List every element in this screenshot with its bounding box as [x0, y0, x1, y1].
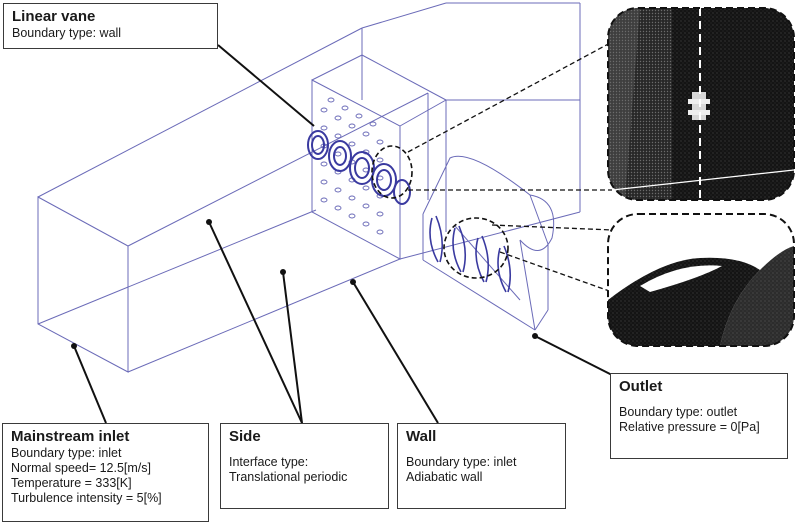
leader-lines: [73, 44, 613, 424]
label-title: Outlet: [619, 378, 663, 395]
outlet-duct: [422, 155, 549, 245]
zoom-region-blade: [443, 217, 509, 279]
outlet-duct: [519, 194, 555, 251]
label-title: Mainstream inlet: [11, 428, 130, 445]
frame-edge: [311, 54, 363, 81]
duct-top-front-edge: [127, 92, 429, 247]
label-linear-vane: Linear vane Boundary type: wall: [3, 3, 218, 49]
outlet-edge: [519, 239, 536, 331]
label-line: Adiabatic wall: [406, 470, 483, 484]
label-line: Translational periodic: [229, 470, 348, 484]
label-side: Side Interface type: Translational perio…: [220, 423, 389, 509]
frame-edge: [399, 211, 581, 260]
duct-bottom-front-edge: [127, 258, 401, 373]
label-line: Normal speed= 12.5[m/s]: [11, 461, 151, 475]
leader-points: [71, 219, 538, 349]
leader-side-1: [208, 221, 303, 424]
mesh-detail-blade: [607, 213, 795, 347]
zoom-connector: [491, 224, 613, 231]
label-wall: Wall Boundary type: inlet Adiabatic wall: [397, 423, 566, 509]
label-title: Linear vane: [12, 8, 96, 25]
label-line: Boundary type: outlet: [619, 405, 738, 419]
outlet-edge: [534, 309, 549, 331]
zoom-region-vane: [371, 145, 413, 199]
label-outlet: Outlet Boundary type: outlet Relative pr…: [610, 373, 788, 459]
leader-outlet: [534, 335, 613, 376]
label-line: Boundary type: wall: [12, 26, 122, 40]
duct-top-back-edge: [37, 27, 363, 198]
frame-edge: [361, 54, 447, 101]
leader-mainstream: [73, 345, 107, 424]
domain-wireframe: [37, 2, 581, 373]
zoom-connector: [499, 251, 613, 293]
label-title: Wall: [406, 428, 437, 445]
mesh-detail-vane: [607, 7, 795, 201]
label-line: Interface type:: [229, 455, 309, 469]
leader-side-2: [282, 271, 303, 424]
leader-wall: [352, 281, 439, 424]
label-line: Temperature = 333[K]: [11, 476, 132, 490]
frame-edge: [361, 2, 447, 29]
linear-vane-geometry: [307, 130, 411, 205]
duct-bottom-back-edge: [37, 209, 317, 325]
label-line: Relative pressure = 0[Pa]: [619, 420, 760, 434]
zoom-connector: [407, 41, 613, 153]
outlet-edge: [422, 259, 536, 331]
label-title: Side: [229, 428, 261, 445]
inlet-face: [37, 196, 129, 373]
leader-linear-vane: [217, 44, 315, 127]
label-line: Boundary type: inlet: [406, 455, 517, 469]
frame-edge: [399, 99, 447, 127]
label-line: Turbulence intensity = 5[%]: [11, 491, 162, 505]
label-line: Boundary type: inlet: [11, 446, 122, 460]
label-mainstream-inlet: Mainstream inlet Boundary type: inlet No…: [2, 423, 209, 522]
